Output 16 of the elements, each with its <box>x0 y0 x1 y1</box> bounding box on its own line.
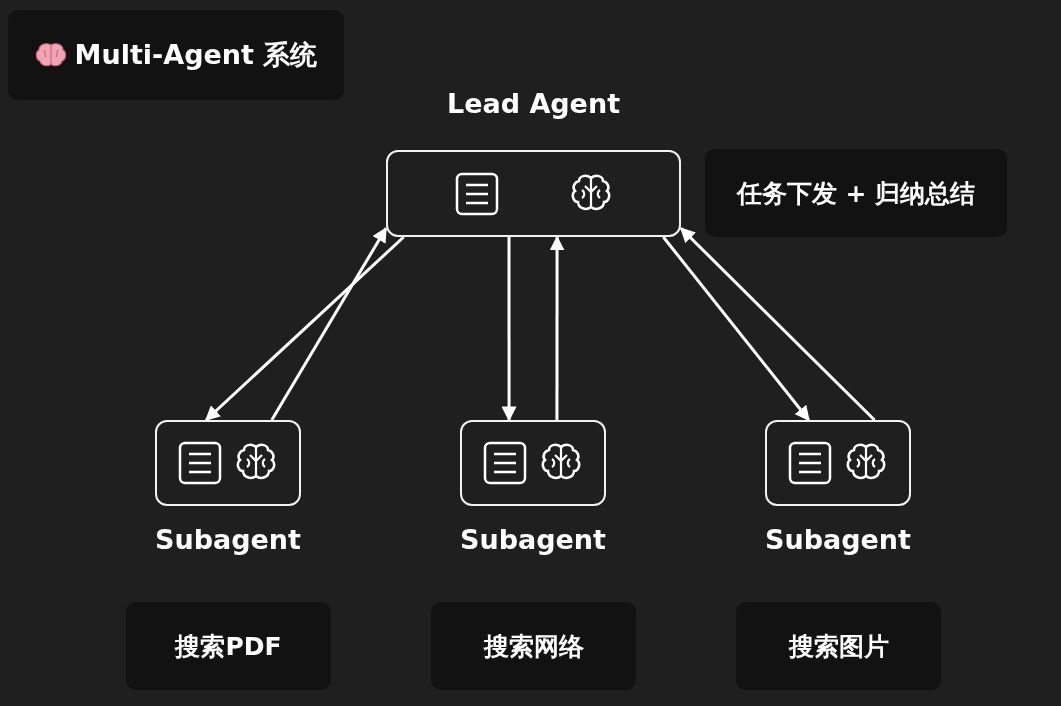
agent-label: Subagent <box>155 524 301 555</box>
note-text: 搜索图片 <box>788 630 889 663</box>
note-text: 搜索PDF <box>175 630 282 663</box>
note-text: 搜索网络 <box>483 630 584 663</box>
arrow <box>549 235 565 420</box>
arrow <box>662 236 810 422</box>
agent-label: Subagent <box>765 524 911 555</box>
title-card <box>8 10 344 100</box>
arrow <box>679 227 876 422</box>
arrow <box>501 237 517 422</box>
heading-text: Multi-Agent 系统 <box>74 38 318 72</box>
agent-label: Lead Agent <box>445 88 622 119</box>
note-text: 任务下发 + 归纳总结 <box>736 177 976 210</box>
arrow <box>270 227 388 421</box>
arrow <box>205 235 405 422</box>
agent-label: Subagent <box>460 524 606 555</box>
